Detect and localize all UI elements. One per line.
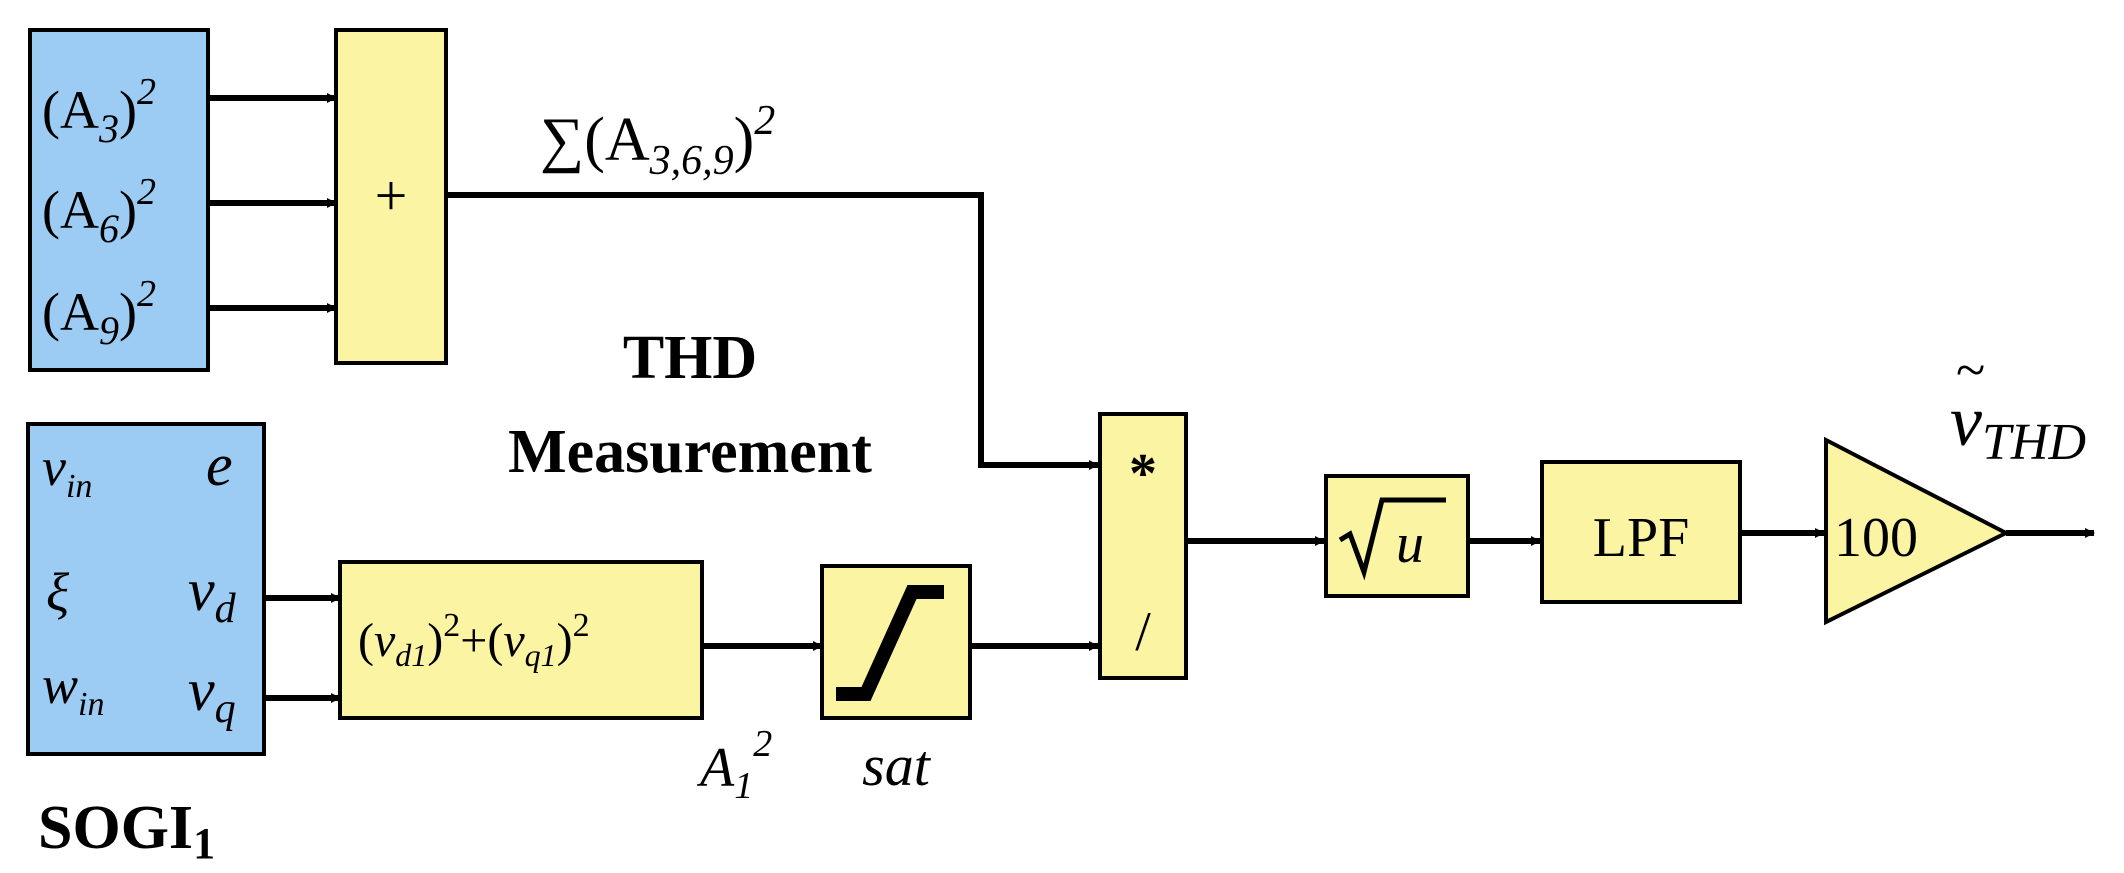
sogi-input-win: win	[42, 655, 104, 723]
diagram-title-line1: THD	[623, 324, 757, 392]
square-sum-block	[338, 560, 704, 720]
divide-block	[1098, 412, 1188, 680]
harmonic-a6-squared: (A6)2	[42, 171, 156, 251]
output-vthd-label: vTHD	[1950, 381, 2086, 471]
sogi-output-vd: vd	[188, 557, 237, 632]
sum-signal-label: ∑(A3,6,9)2	[540, 98, 775, 184]
lpf-label: LPF	[1593, 507, 1690, 569]
sogi-block	[26, 422, 266, 756]
sogi-input-xi: ξ	[46, 562, 70, 622]
sum-output-wire	[446, 192, 1099, 470]
gain-block	[1824, 436, 2011, 626]
square-sum-expression: (vd1)2+(vq1)2	[358, 607, 590, 673]
saturation-icon	[836, 585, 944, 701]
harmonics-block	[28, 28, 210, 372]
harmonic-a9-squared: (A9)2	[42, 273, 156, 353]
saturation-label: sat	[862, 733, 932, 798]
sogi-output-e: e	[206, 432, 233, 498]
sqrt-radicand: u	[1396, 513, 1424, 575]
harmonic-a3-squared: (A3)2	[42, 71, 156, 151]
sum-symbol: +	[375, 163, 408, 228]
multiply-port-label: *	[1129, 443, 1157, 505]
sogi-input-vin: vin	[42, 437, 92, 505]
gain-value: 100	[1834, 507, 1918, 569]
output-tilde: ~	[1956, 340, 1985, 400]
sqrt-radical-icon	[1338, 497, 1446, 581]
diagram-title-line2: Measurement	[508, 418, 872, 486]
sogi-output-vq: vq	[188, 657, 236, 732]
a1-squared-label: A12	[696, 723, 772, 807]
divide-port-label: /	[1135, 601, 1151, 663]
sogi-block-label: SOGI1	[38, 794, 215, 868]
